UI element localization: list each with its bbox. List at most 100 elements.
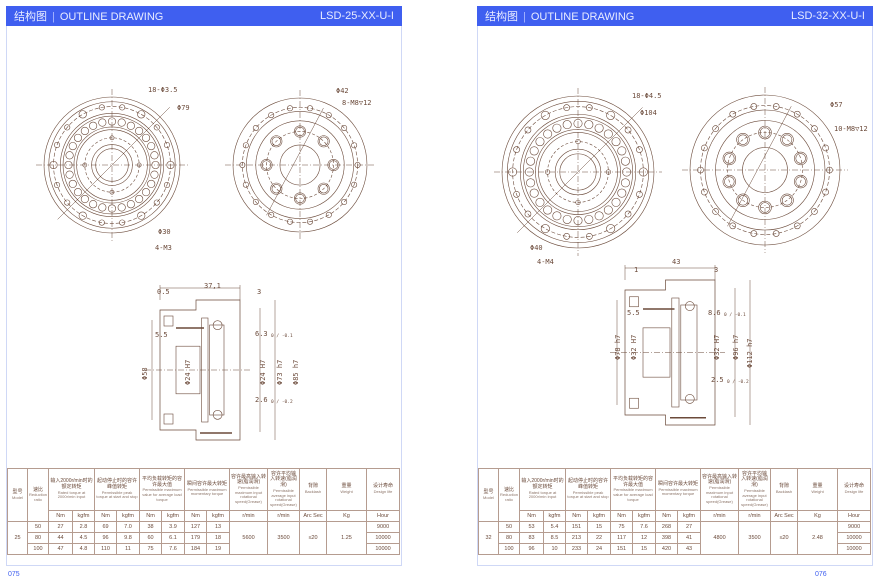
mom-nm-cell: 420 <box>655 543 679 555</box>
section-view <box>610 265 751 426</box>
section-title-cn: 结构图 <box>485 11 518 23</box>
life-cell: 10000 <box>837 532 872 544</box>
dimension-bore-left: Φ32 H7 <box>630 335 638 360</box>
roller <box>68 142 77 151</box>
avg-kgfm-cell: 6.1 <box>160 532 186 544</box>
unit-cell: Hour <box>366 510 401 522</box>
roller <box>147 142 156 151</box>
bolt-hole <box>307 218 313 225</box>
dimension-dia-left: Φ78 h7 <box>614 335 622 360</box>
roller <box>594 123 604 133</box>
bolt-hole <box>712 208 719 215</box>
rear-view <box>225 90 375 240</box>
bolt-hole <box>540 224 550 234</box>
unit-cell: Kg <box>797 510 839 522</box>
bolt-hole <box>341 124 348 131</box>
rated-kgfm-cell: 4.5 <box>72 532 95 544</box>
header-en: Weight <box>811 489 824 495</box>
bolt-hole <box>712 125 719 132</box>
dimension-width2: 2.6 <box>255 396 268 404</box>
rated-kgfm-cell: 8.5 <box>543 532 566 544</box>
unit-cell: Nm <box>139 510 162 522</box>
header-en: Permissible maximum input rotational spe… <box>705 485 734 504</box>
bolt-hole <box>524 210 532 218</box>
roller <box>584 214 594 224</box>
unit-cell: r/min <box>700 510 740 522</box>
ball-bearing <box>212 409 223 420</box>
bolt-hole <box>586 233 593 240</box>
mom-kgfm-cell: 13 <box>206 521 231 533</box>
bearing-outer <box>522 116 634 228</box>
avg-kgfm-cell: 3.9 <box>160 521 186 533</box>
section-view <box>145 285 276 441</box>
dimension-length: 37,1 <box>204 282 221 290</box>
bolt-hole <box>750 103 758 110</box>
model-code: LSD-25-XX-U-I <box>320 10 394 22</box>
leader-line <box>517 107 643 233</box>
bolt-hole <box>64 199 71 206</box>
peak-kgfm-cell: 11 <box>116 543 140 555</box>
threaded-hole <box>270 182 283 195</box>
avg-kgfm-cell: 7.6 <box>631 521 657 533</box>
cross-roller-bearing <box>163 413 174 425</box>
header-cn: 平均负载转矩的容许最大值 <box>613 475 654 488</box>
col-avg-speed: 容许平均输入转速(脂润滑)Permissible average input r… <box>267 468 301 511</box>
dimension-gap-left: 1 <box>634 266 638 274</box>
peak-kgfm-cell: 24 <box>587 543 611 555</box>
header-en: Permissible maximum value for average lo… <box>613 487 653 502</box>
mom-nm-cell: 398 <box>655 532 679 544</box>
leader-line <box>266 107 324 216</box>
roller <box>552 211 562 221</box>
header-cn: 起动停止时的容许峰值转矩 <box>96 478 137 490</box>
bolt-hole <box>772 103 780 110</box>
roller <box>68 179 77 188</box>
ratio-cell: 80 <box>498 532 520 544</box>
unit-cell: kgfm <box>116 510 140 522</box>
header-title: 结构图|OUTLINE DRAWING <box>14 8 163 24</box>
roller <box>535 197 545 207</box>
rated-nm-cell: 53 <box>519 521 544 533</box>
bolt-hole <box>701 144 708 152</box>
roller <box>117 118 126 127</box>
roller <box>135 126 144 136</box>
unit-cell: r/min <box>229 510 269 522</box>
bolt-hole <box>307 105 313 112</box>
bolt-hole <box>811 125 818 132</box>
peak-kgfm-cell: 22 <box>587 532 611 544</box>
avg-kgfm-cell: 12 <box>631 532 657 544</box>
threaded-hole-inner <box>271 184 281 194</box>
dimension-bore-right: Φ32 H7 <box>713 335 721 360</box>
header-cn: 容许平均输入转速(脂润滑) <box>270 470 297 489</box>
ratio-cell: 50 <box>27 521 49 533</box>
avg-kgfm-cell: 15 <box>631 543 657 555</box>
threaded-hole-inner <box>781 134 793 145</box>
bolt-hole <box>351 142 358 149</box>
roller <box>562 120 572 130</box>
bolt-hole <box>624 210 632 218</box>
bolt-hole <box>268 211 275 218</box>
bolt-hole <box>793 110 801 118</box>
threaded-hole-inner <box>795 176 806 187</box>
unit-cell: Nm <box>184 510 208 522</box>
threaded-hole <box>736 132 750 147</box>
tolerance-label: 0 / -0.2 <box>727 379 749 385</box>
bolt-hole <box>729 222 737 230</box>
header-separator: | <box>523 11 526 23</box>
header-cn: 输入2000r/min时的额定转矩 <box>521 478 564 490</box>
roller <box>117 203 126 212</box>
peak-kgfm-cell: 7.0 <box>116 521 140 533</box>
header-cn: 重量 <box>341 483 352 490</box>
header-cn: 速比 <box>503 486 514 493</box>
bolt-hole <box>636 146 643 153</box>
bolt-hole <box>793 222 801 230</box>
unit-cell: r/min <box>738 510 772 522</box>
